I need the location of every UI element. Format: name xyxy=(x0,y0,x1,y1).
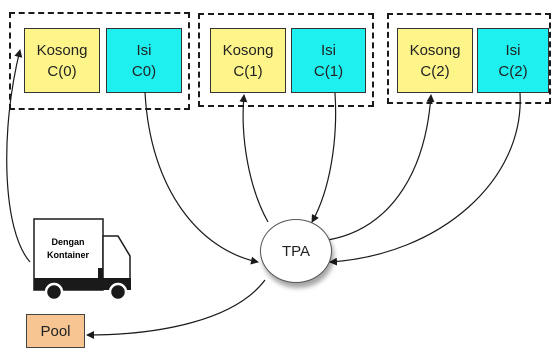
kosong-box-1: Kosong C(1) xyxy=(210,28,286,93)
tpa-label: TPA xyxy=(281,242,311,260)
pool-label: Pool xyxy=(40,322,71,340)
isi-box-0-line1: Isi xyxy=(136,41,152,59)
isi-box-2: Isi C(2) xyxy=(477,28,549,93)
arrow-tpa-to-kosong2 xyxy=(327,94,435,241)
container-group-2 xyxy=(387,13,551,104)
kosong-box-2-line1: Kosong xyxy=(409,41,461,59)
arrow-isi0-to-tpa xyxy=(144,91,259,265)
kosong-box-2: Kosong C(2) xyxy=(397,28,473,93)
kosong-box-1-line2: C(1) xyxy=(233,62,263,80)
isi-box-2-line2: C(2) xyxy=(498,62,528,80)
kosong-box-1-line1: Kosong xyxy=(222,41,274,59)
arrow-isi2-to-tpa xyxy=(329,92,521,266)
arrow-tpa-to-pool xyxy=(86,279,266,339)
container-group-0 xyxy=(9,12,190,110)
isi-box-1: Isi C(1) xyxy=(291,28,366,93)
isi-box-2-line1: Isi xyxy=(505,41,521,59)
truck-icon: Dengan Kontainer xyxy=(33,218,131,302)
isi-box-0: Isi C0) xyxy=(106,28,182,93)
kosong-box-0-line2: C(0) xyxy=(47,62,77,80)
arrow-tpa-to-kosong1 xyxy=(239,94,269,223)
arrow-truck-to-kosong0 xyxy=(6,49,31,263)
kosong-box-0: Kosong C(0) xyxy=(24,28,100,93)
arrow-isi1-to-tpa xyxy=(311,92,337,223)
kosong-box-2-line2: C(2) xyxy=(420,62,450,80)
truck-label-line2: Kontainer xyxy=(47,250,90,260)
tpa-node: TPA xyxy=(260,219,332,283)
isi-box-0-line2: C0) xyxy=(131,62,157,80)
container-group-1 xyxy=(198,13,374,107)
pool-box: Pool xyxy=(26,314,85,348)
truck-label-line1: Dengan xyxy=(51,237,84,247)
isi-box-1-line2: C(1) xyxy=(313,62,344,80)
kosong-box-0-line1: Kosong xyxy=(36,41,88,59)
isi-box-1-line1: Isi xyxy=(321,41,336,59)
